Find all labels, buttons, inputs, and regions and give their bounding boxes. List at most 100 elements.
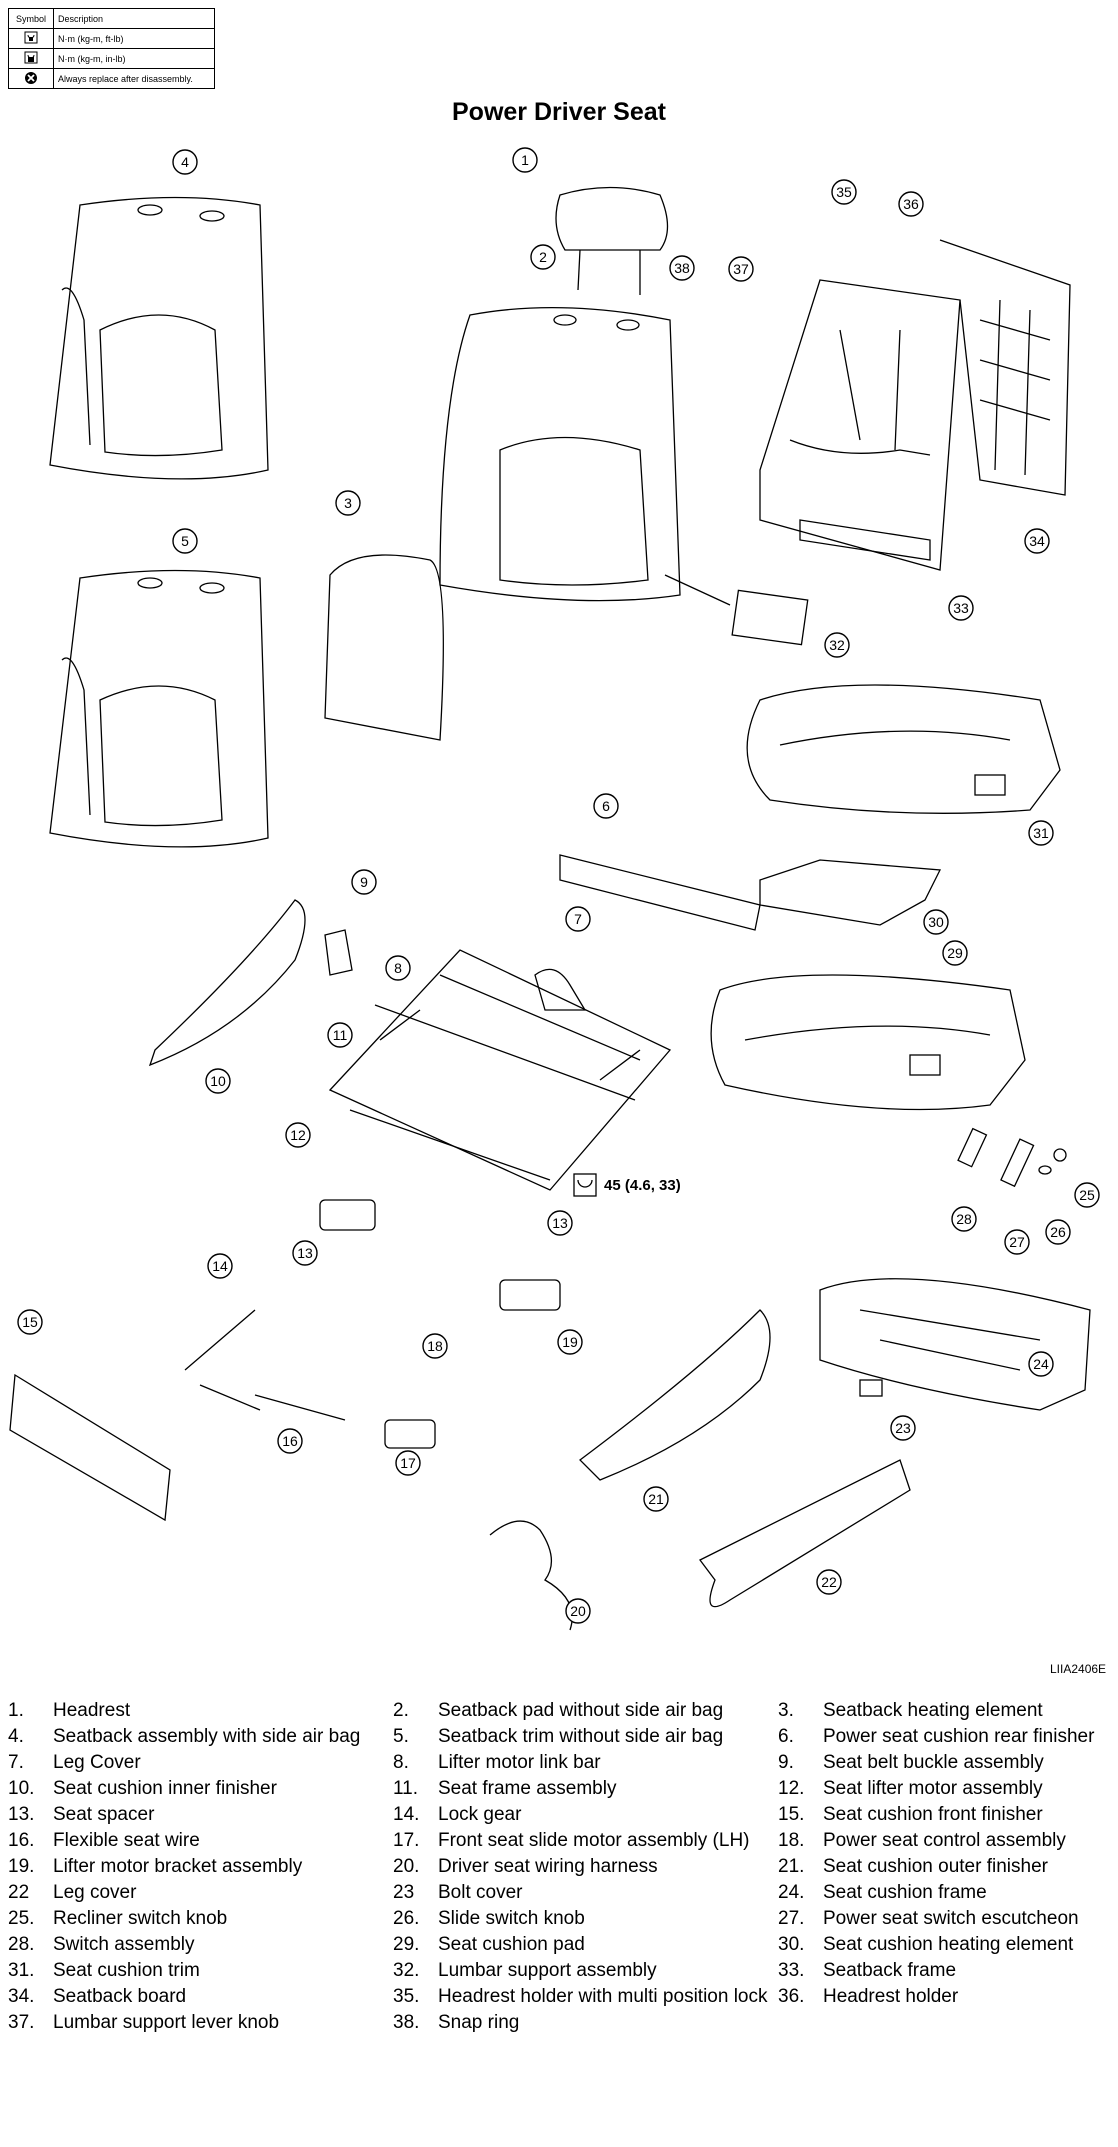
- part-number: 18.: [778, 1830, 805, 1851]
- parts-list-item: 37. Lumbar support lever knob: [8, 2012, 393, 2034]
- callout-number: 27: [1009, 1234, 1025, 1250]
- seat-cushion-pad-drawing: [710, 974, 1026, 1111]
- callout-circle: [890, 1415, 916, 1441]
- callout-number: 21: [648, 1491, 664, 1507]
- part-number: 17.: [393, 1830, 420, 1851]
- callout-circle: [422, 1333, 448, 1359]
- callout-circle: [1074, 1182, 1100, 1208]
- callout-number: 3: [344, 495, 352, 511]
- part-name: Lumbar support lever knob: [53, 2012, 280, 2033]
- callout-number: 34: [1029, 533, 1045, 549]
- callout-circle: [942, 940, 968, 966]
- wiring-harness-drawing: [489, 1520, 573, 1631]
- parts-list-item: 28.Switch assembly: [8, 1934, 393, 1956]
- part-name: Seat cushion front finisher: [823, 1804, 1043, 1825]
- motor-assemblies-drawing: [184, 1199, 561, 1449]
- part-number: 33.: [778, 1960, 805, 1981]
- part-name: Seatback heating element: [823, 1700, 1043, 1721]
- part-number: 11.: [393, 1778, 419, 1799]
- part-number: 26.: [393, 1908, 420, 1929]
- callout-circle: [530, 244, 556, 270]
- callout-circle: [292, 1240, 318, 1266]
- rear-finisher-drawing: [559, 854, 761, 931]
- part-name: Seat cushion heating element: [823, 1934, 1074, 1955]
- part-number: 37.: [8, 2012, 35, 2033]
- seatback-pad-drawing: [439, 306, 681, 602]
- callout-circle: [1028, 1351, 1054, 1377]
- part-name: Power seat control assembly: [823, 1830, 1066, 1851]
- callout-number: 37: [733, 261, 749, 277]
- callout-number: 33: [953, 600, 969, 616]
- callout-number: 36: [903, 196, 919, 212]
- part-name: Seatback frame: [823, 1960, 957, 1981]
- parts-list-item: 30.Seat cushion heating element: [778, 1934, 1113, 1956]
- callout-number: 24: [1033, 1356, 1049, 1372]
- part-number: 8.: [393, 1752, 409, 1773]
- parts-list-item: 17.Front seat slide motor assembly (LH): [393, 1830, 778, 1852]
- part-name: Seatback assembly with side air bag: [53, 1726, 361, 1747]
- callout-circle: [335, 490, 361, 516]
- callout-number: 30: [928, 914, 944, 930]
- seatback-assembly-drawing: [49, 196, 269, 480]
- callout-circle: [285, 1122, 311, 1148]
- callout-number: 23: [895, 1420, 911, 1436]
- part-name: Seat cushion frame: [823, 1882, 987, 1903]
- legend-row-text: Always replace after disassembly.: [53, 68, 215, 89]
- parts-list-item: 13.Seat spacer: [8, 1804, 393, 1826]
- callout-circle: [593, 793, 619, 819]
- part-name: Switch assembly: [53, 1934, 195, 1955]
- lumbar-support-drawing: [664, 574, 809, 646]
- part-name: Power seat cushion rear finisher: [823, 1726, 1095, 1747]
- callout-circle: [1028, 820, 1054, 846]
- callout-circle: [565, 1598, 591, 1624]
- part-number: 3.: [778, 1700, 794, 1721]
- callout-number: 5: [181, 533, 189, 549]
- seat-cushion-frame-drawing: [819, 1278, 1091, 1411]
- parts-list-item: 16.Flexible seat wire: [8, 1830, 393, 1852]
- callout-circle: [669, 255, 695, 281]
- part-number: 13.: [8, 1804, 35, 1825]
- part-name: Snap ring: [438, 2012, 520, 2033]
- callout-number: 26: [1050, 1224, 1066, 1240]
- part-number: 6.: [778, 1726, 794, 1747]
- callout-circle: [277, 1428, 303, 1454]
- callout-circle: [565, 906, 591, 932]
- callout-circle: [547, 1210, 573, 1236]
- parts-list-item: 3. Seatback heating element: [778, 1700, 1113, 1722]
- callout-circle: [385, 955, 411, 981]
- callout-circle: [1004, 1229, 1030, 1255]
- part-number: 36.: [778, 1986, 805, 2007]
- parts-list-item: 6. Power seat cushion rear finisher: [778, 1726, 1113, 1748]
- callout-number: 13: [552, 1215, 568, 1231]
- part-name: Seatback pad without side air bag: [438, 1700, 724, 1721]
- buckle-and-finisher-drawing: [148, 899, 353, 1067]
- parts-list-item: 2.Seatback pad without side air bag: [393, 1700, 778, 1722]
- part-name: Seat cushion trim: [53, 1960, 200, 1981]
- part-name: Seatback trim without side air bag: [438, 1726, 724, 1747]
- parts-list-item: 34. Seatback board: [8, 1986, 393, 2008]
- legend-header-description: Description: [53, 8, 215, 29]
- callout-number: 25: [1079, 1187, 1095, 1203]
- part-number: 10.: [8, 1778, 35, 1799]
- legend-row-text: N·m (kg-m, ft-lb): [53, 28, 215, 49]
- callout-number: 10: [210, 1073, 226, 1089]
- callout-number: 20: [570, 1603, 586, 1619]
- parts-list-item: 8.Lifter motor link bar: [393, 1752, 778, 1774]
- parts-list-item: 1.Headrest: [8, 1700, 393, 1722]
- part-number: 14.: [393, 1804, 420, 1825]
- torque-badge-drawing: [573, 1173, 597, 1197]
- parts-list-item: 5.Seatback trim without side air bag: [393, 1726, 778, 1748]
- callout-circle: [512, 147, 538, 173]
- parts-list-item: 7.Leg Cover: [8, 1752, 393, 1774]
- figure-code: LIIA2406E: [1050, 1662, 1107, 1676]
- part-name: Flexible seat wire: [53, 1830, 200, 1851]
- part-name: Seat cushion pad: [438, 1934, 585, 1955]
- callout-number: 15: [22, 1314, 38, 1330]
- parts-list-item: 25.Recliner switch knob: [8, 1908, 393, 1930]
- callout-circle: [17, 1309, 43, 1335]
- callout-circle: [172, 528, 198, 554]
- part-number: 9.: [778, 1752, 794, 1773]
